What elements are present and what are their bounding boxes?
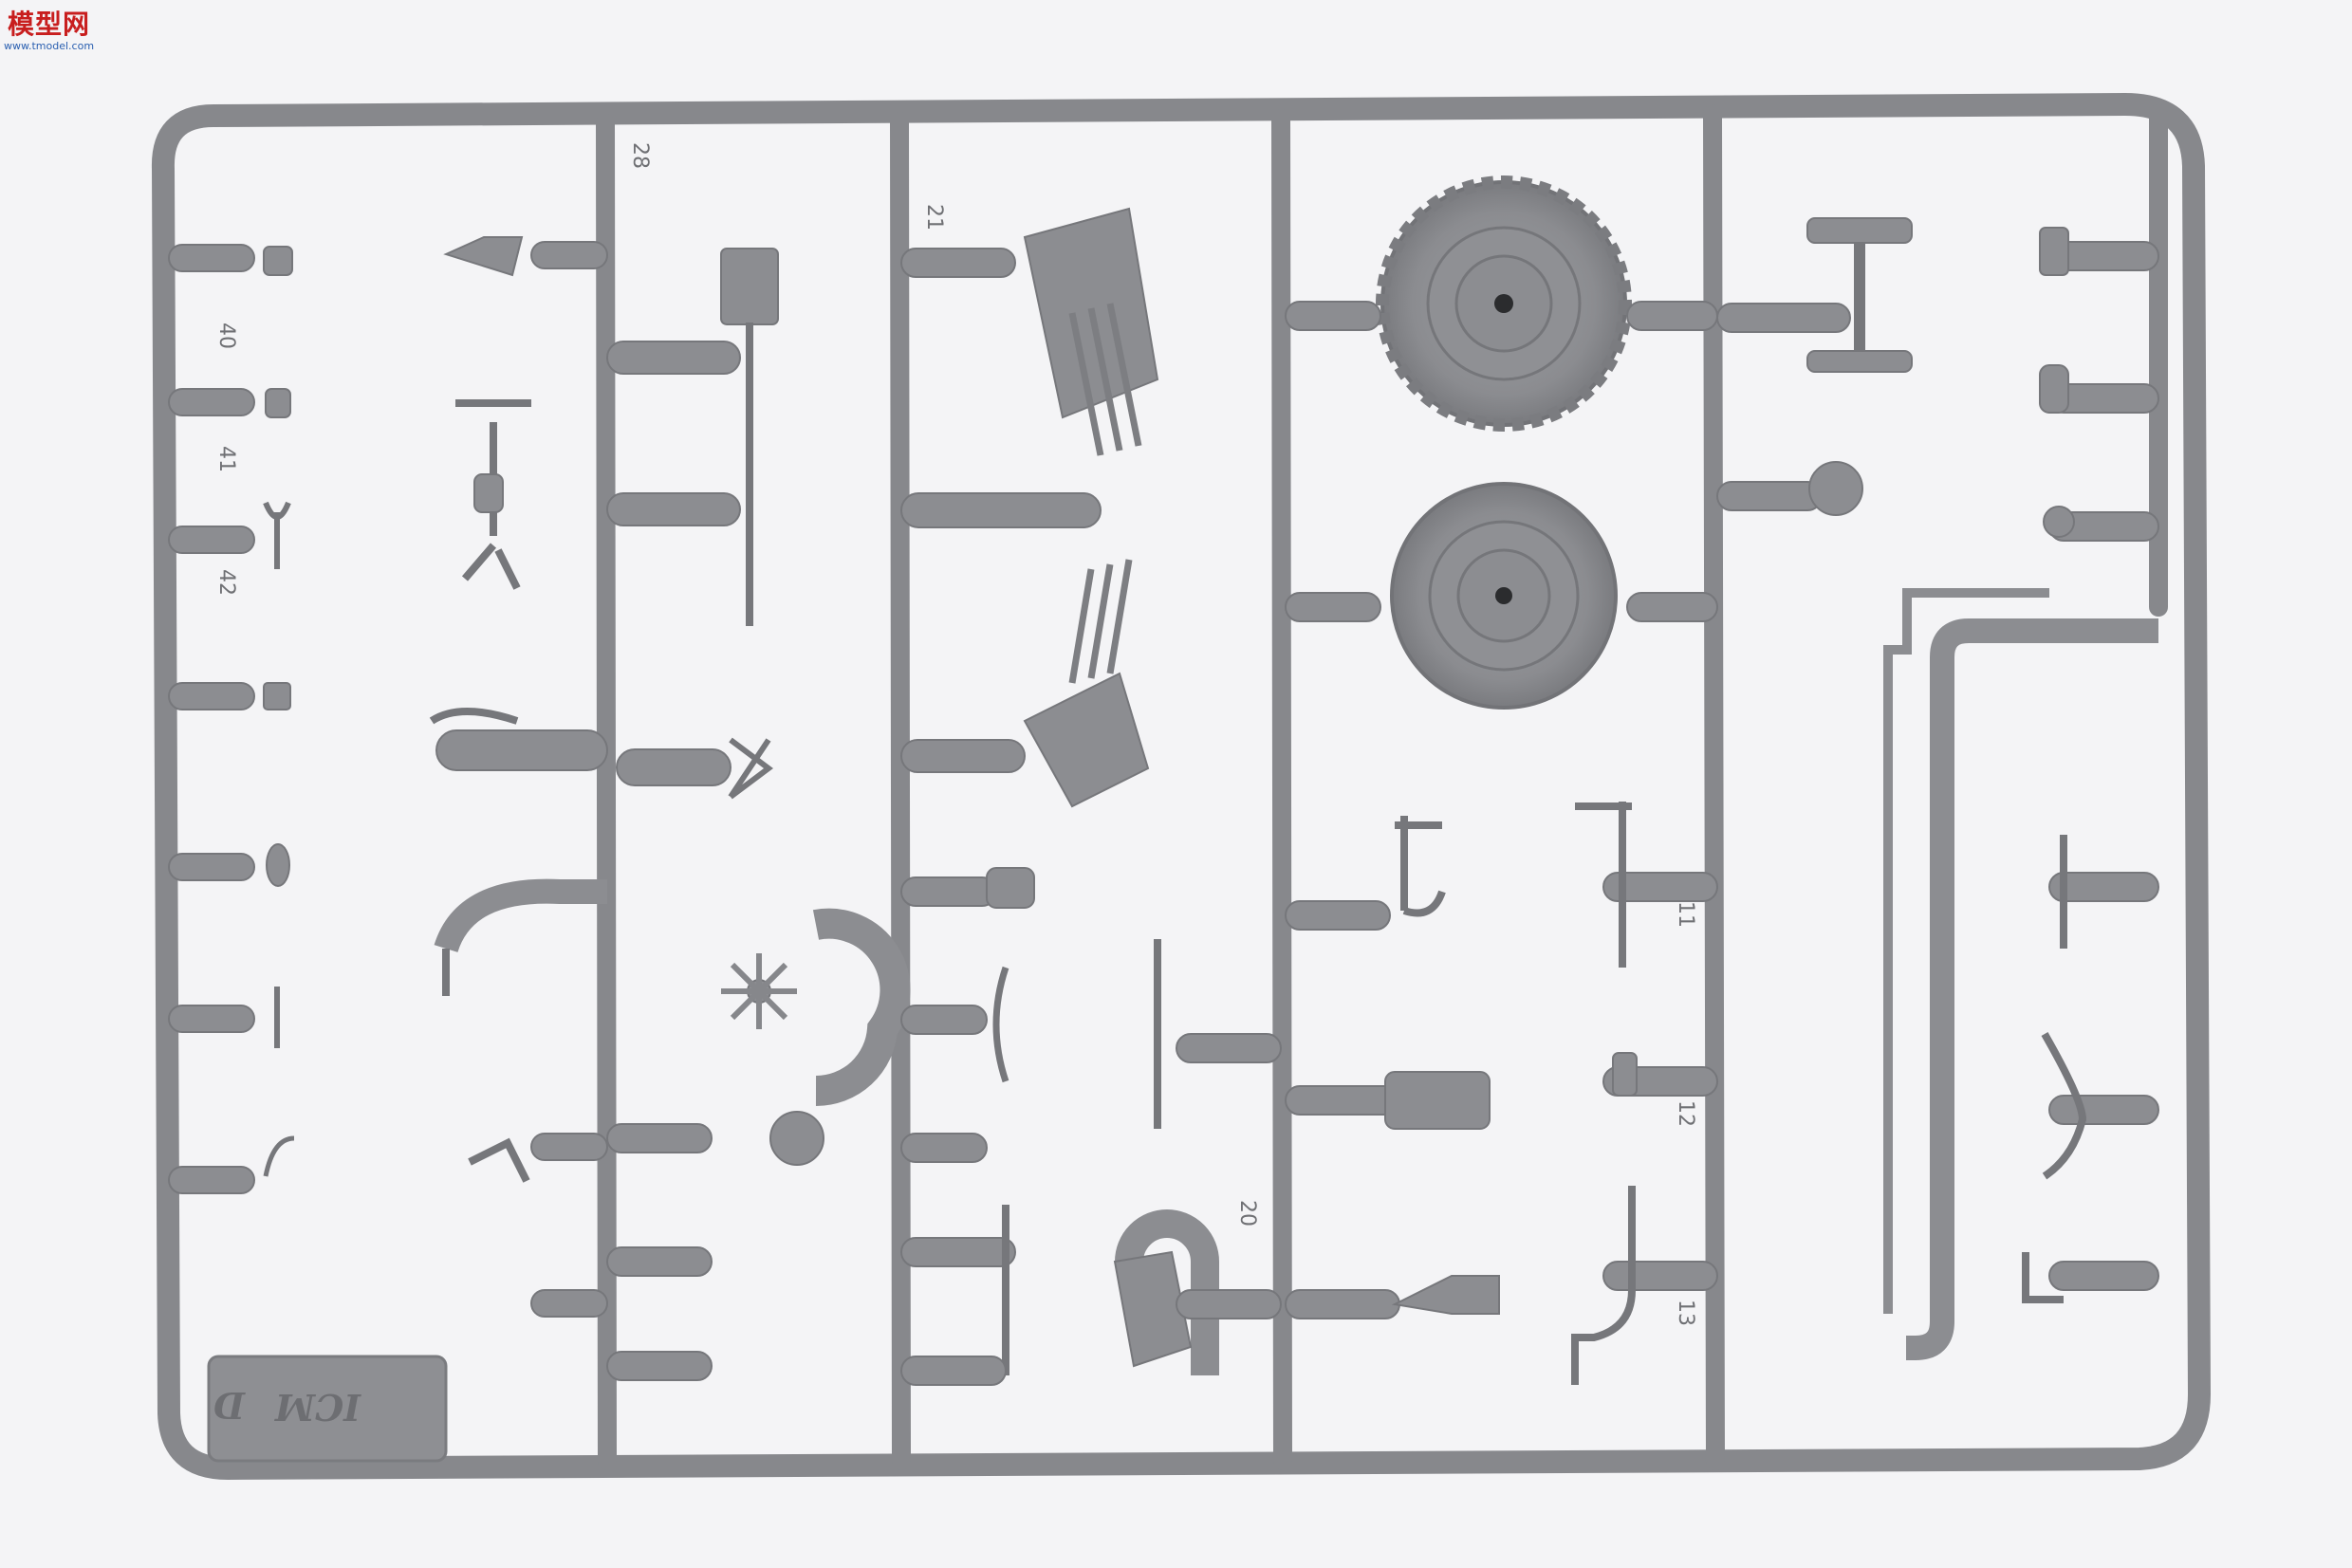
sprue-runners xyxy=(596,104,2168,1470)
part-number-label: 40 xyxy=(214,323,238,349)
part-number-label: 13 xyxy=(1674,1300,1697,1326)
watermark-subtext: www.tmodel.com xyxy=(4,40,95,52)
fourth-column-parts xyxy=(900,207,1282,1386)
part-number-label: 28 xyxy=(628,142,652,169)
watermark-text: 模型网 xyxy=(8,9,91,40)
right-column-parts xyxy=(1716,217,2159,1360)
part-number-label: 42 xyxy=(214,569,238,596)
second-column-parts xyxy=(429,236,608,1318)
part-number-label: 21 xyxy=(922,204,946,231)
sprue-frame xyxy=(151,93,2211,1480)
fifth-column-parts xyxy=(1285,301,1718,1385)
part-number-label: 41 xyxy=(214,446,238,472)
logo-tab xyxy=(207,1355,448,1463)
part-number-label: 20 xyxy=(1235,1200,1259,1227)
part-number-label: 12 xyxy=(1674,1100,1697,1127)
sprue-letter-text: D xyxy=(213,1384,246,1427)
wheels xyxy=(1376,175,1632,710)
watermark-logo: 模型网 www.tmodel.com xyxy=(4,4,94,52)
part-number-label: 11 xyxy=(1674,901,1697,928)
left-column-parts xyxy=(168,244,295,1194)
third-column-parts xyxy=(606,248,911,1381)
sprue-logo-text: ICM xyxy=(274,1386,361,1429)
